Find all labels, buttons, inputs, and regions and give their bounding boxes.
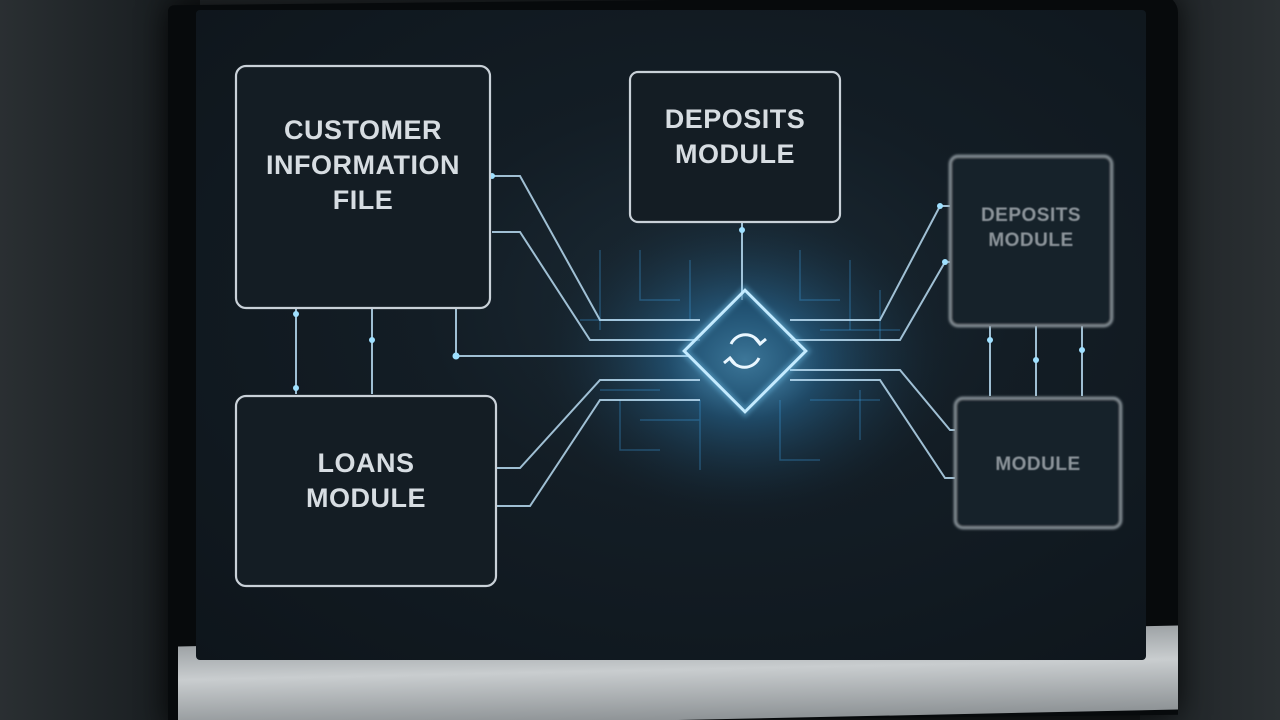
sync-icon [723,333,767,369]
customer-information-file-box[interactable] [234,64,492,310]
right-upper-module-label: DEPOSITS MODULE [980,205,1082,251]
loans-module-label: LOANS MODULE [306,448,426,514]
integration-hub[interactable] [678,284,812,418]
right-lower-module-box[interactable] [953,396,1123,530]
deposits-module-label: DEPOSITS MODULE [664,104,806,170]
background-blur-left [0,0,200,720]
loans-module-box[interactable] [234,394,498,588]
deposits-module-box[interactable] [628,70,842,224]
customer-information-file-label: CUSTOMER INFORMATION FILE [266,115,460,216]
right-upper-module-box[interactable] [948,154,1114,328]
right-lower-module-label: MODULE [995,454,1081,475]
